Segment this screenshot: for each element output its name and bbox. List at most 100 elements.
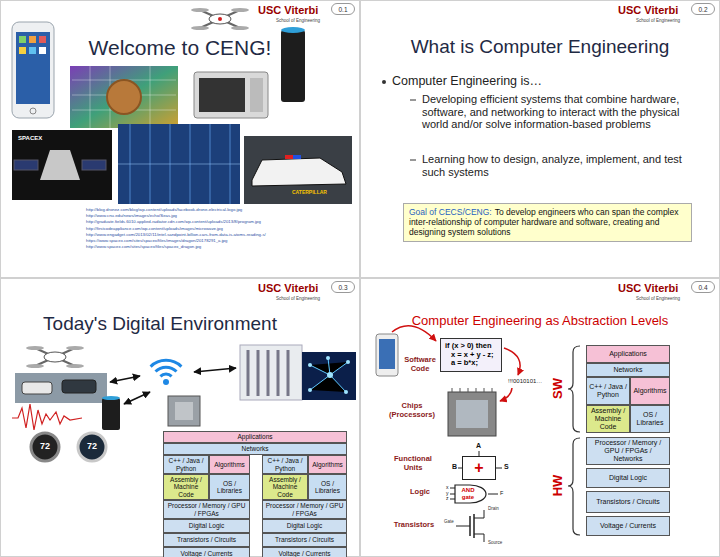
layer-box: OS / Libraries: [630, 405, 670, 433]
slide-number: 0.3: [331, 281, 355, 293]
node-text: Networks: [241, 445, 268, 452]
double-arrow: [194, 368, 236, 372]
phone-photo: [12, 22, 54, 118]
node-text: Assembly / Machine Code: [589, 407, 627, 430]
spacecraft-photo: [14, 160, 38, 170]
smart-speaker-photo: [102, 396, 120, 430]
logo-text: USC Viterbi: [258, 282, 318, 295]
node-text: +: [474, 460, 483, 476]
drone-photo: [200, 10, 240, 28]
police-car-photo: [244, 136, 352, 204]
node-text: a = b*x;: [445, 359, 497, 368]
chip-photo: [175, 402, 193, 420]
bracket: [568, 438, 580, 535]
node-text: Voltage / Currents: [600, 522, 656, 530]
source-url: http://www.engadget.com/2013/02/11/intel…: [86, 233, 266, 238]
layer-box: Assembly / Machine Code: [586, 405, 630, 433]
double-arrow: [110, 376, 140, 382]
smart-speaker-photo: [281, 30, 305, 102]
neural-network-image: [302, 352, 356, 400]
code-box: if (x > 0) thenx = x + y - z;a = b*x;: [440, 338, 502, 372]
source-url: http://www.spacex.com/sites/spacex/files…: [86, 245, 201, 250]
layer-box: Networks: [163, 443, 347, 455]
bracket: [568, 346, 580, 535]
layer-box: Voltage / Currents: [163, 547, 250, 557]
node-text: Processor / Memory / GPU / FPGAs: [166, 502, 247, 517]
slide-frames: [1, 279, 360, 557]
smart-speaker-photo: [102, 396, 120, 400]
logo-subtext: School of Engineering: [276, 296, 320, 301]
layer-box: Voltage / Currents: [262, 547, 347, 557]
phone-photo: [39, 47, 46, 54]
bullet-marks: [382, 80, 416, 160]
binary-text: !!!0010101…: [508, 378, 542, 385]
slide-frames: [361, 1, 720, 278]
drone-photo: [191, 8, 249, 30]
phone-photo: [30, 108, 36, 114]
drone-photo: [35, 348, 75, 366]
goal-box: Goal of CECS/CENG:To develop engineers w…: [403, 203, 692, 242]
logo-subtext: School of Engineering: [276, 18, 320, 23]
datacenter-photo: [118, 124, 240, 204]
spacecraft-photo: [82, 160, 106, 170]
cars-photo: [22, 382, 52, 394]
layer-box: Algorithms: [209, 455, 250, 474]
chip-wafer-photo: [107, 80, 141, 114]
thermostat-photo: [31, 433, 59, 461]
neural-network-image: [327, 372, 333, 378]
police-car-photo: [293, 155, 301, 159]
drone-photo: [66, 346, 84, 350]
smart-speaker-photo: [281, 27, 305, 33]
layer-box: Processor / Memory / GPU / FPGAs: [163, 500, 250, 519]
node-text: Processor / Memory / GPU / FPGAs: [265, 502, 344, 517]
adder-wires: [496, 468, 502, 469]
thermostat-photo: [78, 433, 106, 461]
spacecraft-photo: [12, 130, 112, 200]
bracket: [568, 346, 580, 432]
chip-wafer-photo: [70, 66, 178, 128]
phone-photo: [376, 334, 398, 376]
logo-text: USC Viterbi: [618, 4, 678, 17]
chip-photo: [448, 392, 496, 436]
transistor-symbol: [474, 510, 484, 518]
drone-photo: [191, 26, 209, 30]
drone-photo: [35, 348, 75, 366]
bullet-text: Learning how to design, analyze, impleme…: [422, 153, 694, 178]
slide-title: Welcome to CENG!: [80, 36, 280, 60]
node-text: OS / Libraries: [633, 411, 667, 427]
drone-photo: [209, 14, 231, 24]
layer-box: Networks: [586, 363, 670, 377]
wifi-icon: [151, 360, 182, 385]
audio-wave: [12, 404, 82, 430]
layer-box: Applications: [163, 431, 347, 443]
drone-photo: [26, 346, 84, 368]
curved-arrow: [392, 326, 520, 401]
transistor-symbol: [474, 534, 484, 542]
level-label: Software Code: [400, 356, 440, 373]
node-text: OS / Libraries: [311, 480, 344, 495]
layer-box: C++ / Java / Python: [586, 377, 630, 405]
signal-name: z: [446, 496, 449, 502]
layer-box: Transistors / Circuits: [163, 533, 250, 547]
wifi-icon: [151, 360, 182, 366]
signal-name: A: [476, 442, 481, 450]
node-text: 0.1: [338, 6, 347, 13]
photo-text: CATERPILLAR: [292, 190, 327, 196]
node-text: Transistors / Circuits: [596, 498, 660, 506]
layer-box: Processor / Memory / GPU / FPGAs: [262, 500, 347, 519]
source-url: https://www.spacex.com/sites/spacex/file…: [86, 239, 227, 244]
neural-network-image: [346, 360, 350, 364]
node-text: Digital Logic: [287, 522, 322, 529]
chip-photo: [448, 388, 496, 436]
layer-box: Processor / Memory / GPU / FPGAs / Netwo…: [586, 437, 670, 465]
node-text: AND gate: [456, 487, 480, 500]
slide-number: 0.4: [691, 281, 715, 293]
layer-box: C++ / Java / Python: [163, 455, 209, 474]
drone-photo: [231, 26, 249, 30]
phone-photo: [39, 36, 46, 43]
bullet-text: Computer Engineering is…: [392, 74, 692, 88]
layer-box: C++ / Java / Python: [262, 455, 308, 474]
node-text: Goal of CECS/CENG:: [409, 207, 492, 217]
layer-box: Assembly / Machine Code: [262, 474, 308, 500]
